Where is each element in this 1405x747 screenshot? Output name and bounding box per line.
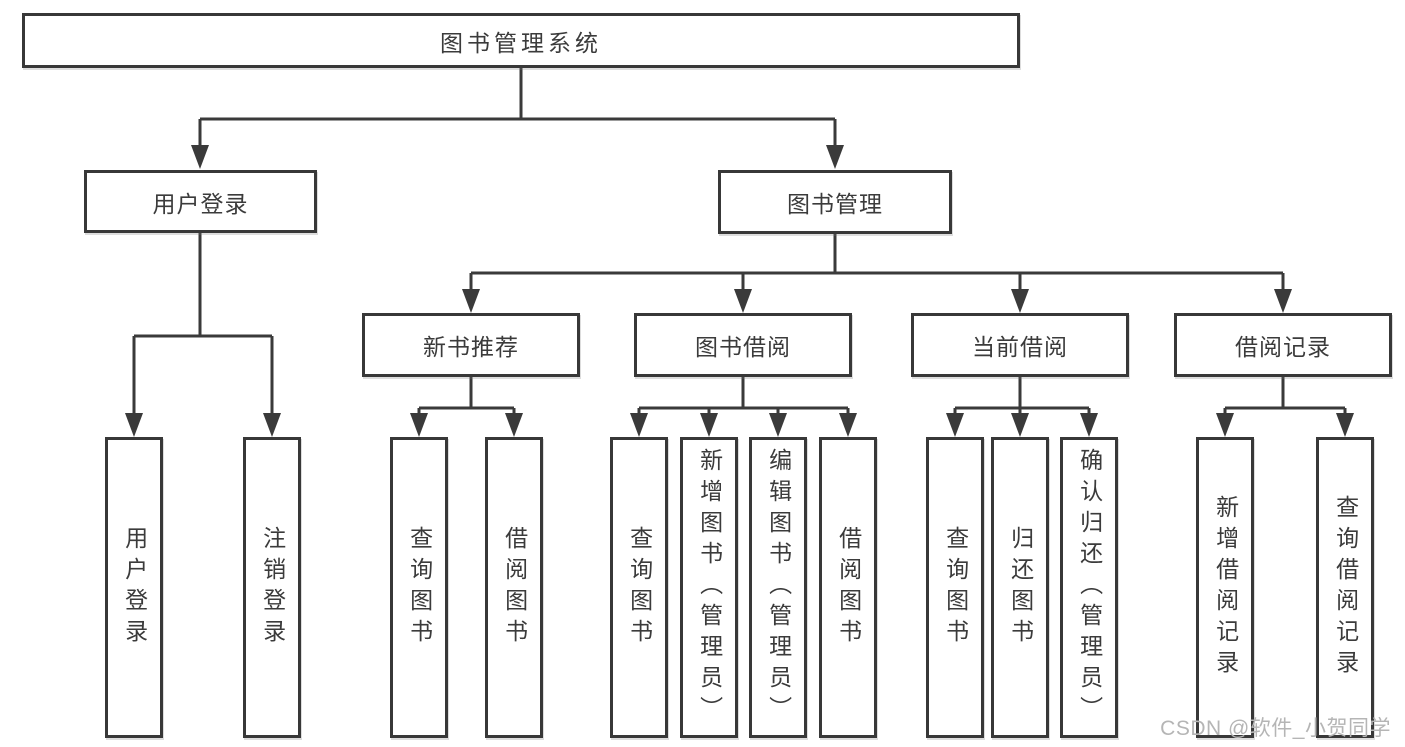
- node-user-login-label: 用户登录: [152, 190, 249, 217]
- leaf-user-login-label: 用户登录: [121, 525, 148, 650]
- leaf-confirm-return-admin: 确认归还（管理员）: [1060, 437, 1118, 738]
- leaf-recommend-borrow-books: 借阅图书: [485, 437, 543, 738]
- leaf-borrow-query-books-label: 查询图书: [626, 525, 653, 650]
- leaf-borrow-query-books: 查询图书: [610, 437, 668, 738]
- node-new-book-recommend: 新书推荐: [362, 313, 580, 377]
- node-current-borrow: 当前借阅: [911, 313, 1129, 377]
- leaf-current-query-books: 查询图书: [926, 437, 984, 738]
- leaf-borrow-books-label: 借阅图书: [835, 525, 862, 650]
- leaf-confirm-return-admin-label: 确认归还（管理员）: [1076, 448, 1103, 727]
- leaf-recommend-borrow-books-label: 借阅图书: [501, 525, 528, 650]
- leaf-recommend-query-books-label: 查询图书: [406, 525, 433, 650]
- node-new-book-recommend-label: 新书推荐: [423, 334, 519, 360]
- watermark: CSDN @软件_小贺同学: [1160, 717, 1391, 740]
- leaf-edit-books-admin-label: 编辑图书（管理员）: [765, 448, 792, 727]
- leaf-logout-label: 注销登录: [259, 525, 286, 650]
- leaf-return-books-label: 归还图书: [1007, 525, 1034, 650]
- node-user-login: 用户登录: [84, 170, 317, 233]
- node-book-mgmt-label: 图书管理: [787, 191, 883, 217]
- leaf-borrow-books: 借阅图书: [819, 437, 877, 738]
- leaf-add-borrow-record-label: 新增借阅记录: [1212, 494, 1239, 681]
- node-book-borrow-label: 图书借阅: [695, 334, 791, 360]
- leaf-add-books-admin: 新增图书（管理员）: [680, 437, 738, 738]
- leaf-current-query-books-label: 查询图书: [942, 525, 969, 650]
- node-root-label: 图书管理系统: [440, 29, 602, 56]
- node-book-mgmt: 图书管理: [718, 170, 952, 234]
- node-book-borrow: 图书借阅: [634, 313, 852, 377]
- node-root: 图书管理系统: [22, 13, 1020, 68]
- leaf-add-borrow-record: 新增借阅记录: [1196, 437, 1254, 738]
- leaf-edit-books-admin: 编辑图书（管理员）: [749, 437, 807, 738]
- node-borrow-records: 借阅记录: [1174, 313, 1392, 377]
- leaf-recommend-query-books: 查询图书: [390, 437, 448, 738]
- node-current-borrow-label: 当前借阅: [972, 334, 1068, 360]
- leaf-user-login: 用户登录: [105, 437, 163, 738]
- leaf-add-books-admin-label: 新增图书（管理员）: [696, 448, 723, 727]
- leaf-query-borrow-record: 查询借阅记录: [1316, 437, 1374, 738]
- leaf-return-books: 归还图书: [991, 437, 1049, 738]
- leaf-logout: 注销登录: [243, 437, 301, 738]
- leaf-query-borrow-record-label: 查询借阅记录: [1332, 494, 1359, 681]
- node-borrow-records-label: 借阅记录: [1235, 334, 1331, 360]
